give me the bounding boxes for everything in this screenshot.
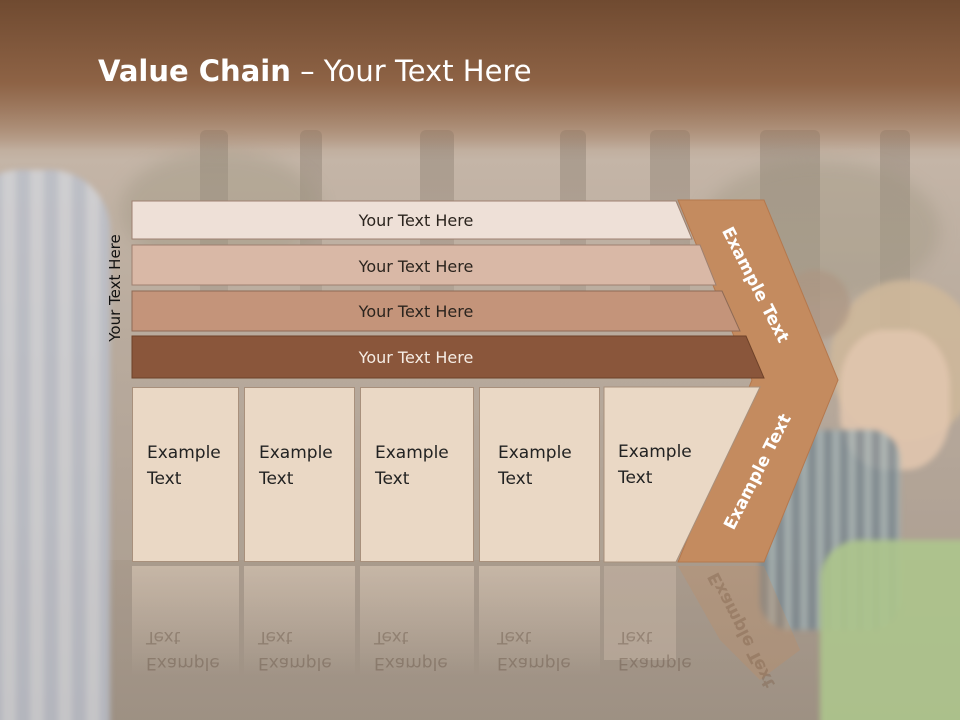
bar-4-label: Your Text Here bbox=[358, 347, 474, 367]
bar-shape-3 bbox=[131, 290, 741, 332]
title-rest: – Your Text Here bbox=[290, 54, 532, 88]
slide-title: Value Chain – Your Text Here bbox=[98, 54, 532, 88]
header-band bbox=[0, 0, 960, 150]
bar-3[interactable]: Your Text Here bbox=[132, 292, 700, 330]
bar-2-label: Your Text Here bbox=[358, 256, 474, 276]
bar-shape-1 bbox=[131, 200, 693, 240]
bar-1-label: Your Text Here bbox=[358, 210, 474, 230]
bar-2[interactable]: Your Text Here bbox=[132, 247, 700, 285]
bar-1[interactable]: Your Text Here bbox=[132, 201, 700, 239]
title-bold: Value Chain bbox=[98, 54, 291, 88]
bar-3-label: Your Text Here bbox=[358, 301, 474, 321]
bar-shape-2 bbox=[131, 244, 717, 286]
bar-4[interactable]: Your Text Here bbox=[132, 338, 700, 376]
bar-shape-4 bbox=[131, 335, 765, 379]
column-shape-5 bbox=[603, 386, 761, 563]
